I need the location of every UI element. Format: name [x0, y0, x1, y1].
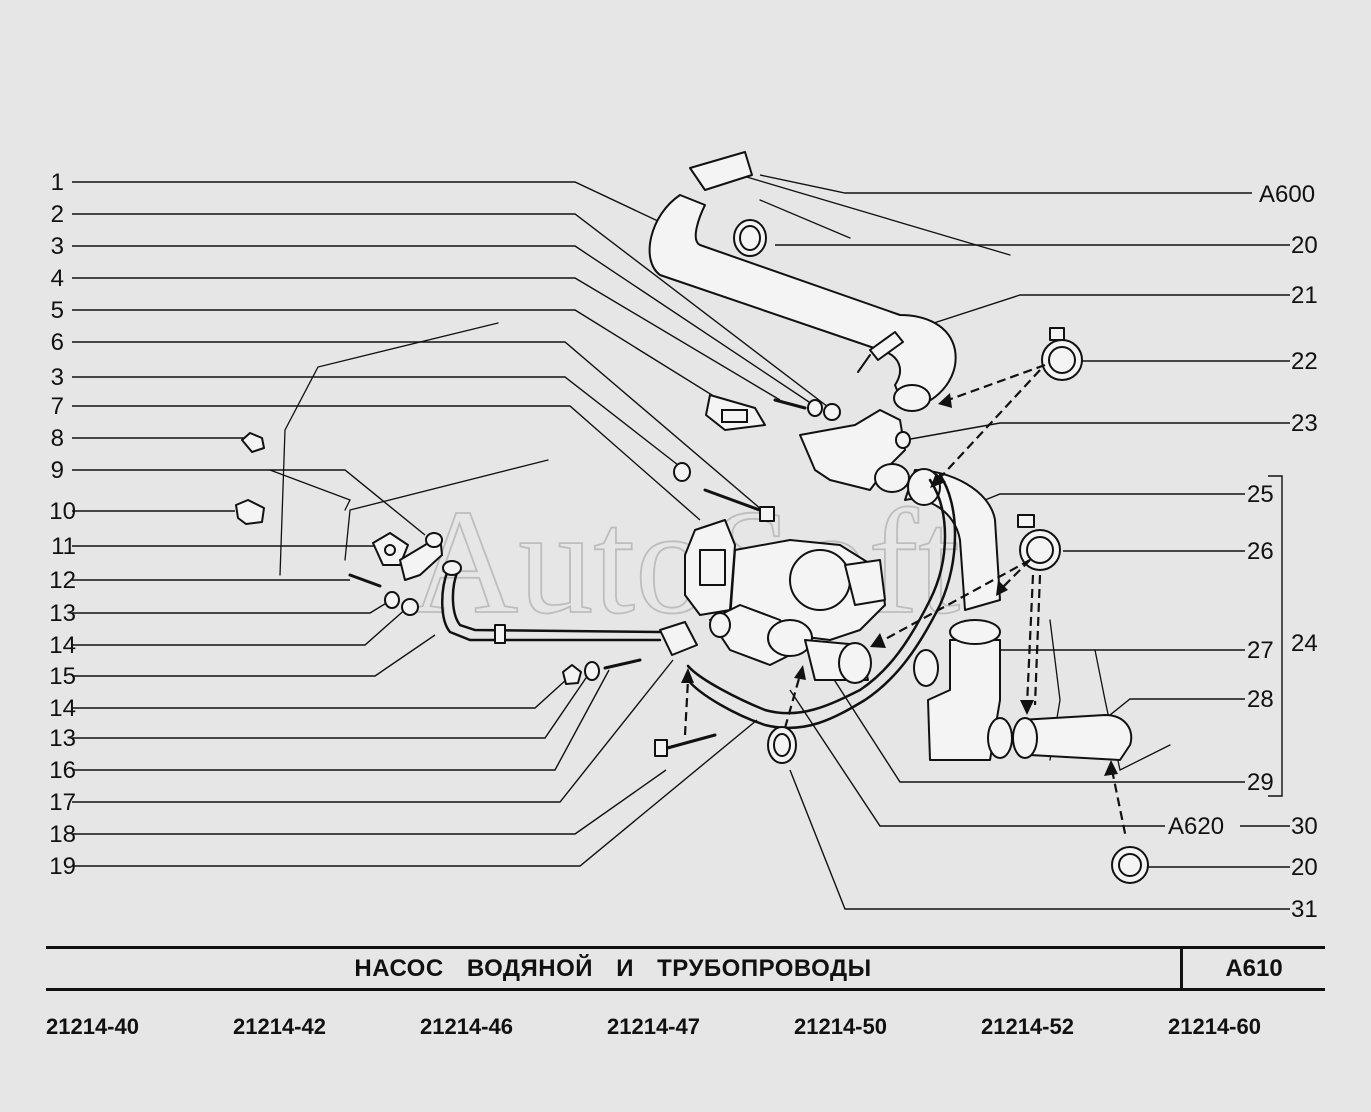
callout-14b: 14: [49, 695, 76, 722]
callout-7: 7: [51, 393, 64, 420]
pipe-9: [399, 532, 443, 581]
callout-15: 15: [49, 663, 76, 690]
callout-1: 1: [51, 169, 64, 196]
callout-22: 22: [1291, 348, 1318, 375]
callout-18: 18: [49, 821, 76, 848]
clamp-20-top: [733, 219, 767, 257]
sensor-21: [857, 331, 904, 373]
washer-3b: [673, 462, 691, 482]
callout-5: 5: [51, 297, 64, 324]
callout-4: 4: [51, 265, 64, 292]
callout-13b: 13: [49, 725, 76, 752]
gasket-11: [372, 532, 409, 566]
callout-20: 20: [1291, 232, 1318, 259]
callout-20b: 20: [1291, 854, 1318, 881]
callout-12: 12: [49, 567, 76, 594]
upper-hose: [648, 151, 957, 412]
clamp-26: [1017, 514, 1061, 571]
washer-3: [807, 399, 823, 417]
callouts-left: 1 2 3 4 5 6 3 7 8 9 10 11 12 13 14 15 14…: [49, 169, 76, 880]
nut-14b: [562, 664, 582, 685]
clamp-22: [1041, 327, 1083, 381]
clamp-20-bottom: [1111, 846, 1149, 884]
callout-25: 25: [1247, 481, 1274, 508]
bolt-6: [703, 488, 775, 522]
callout-23: 23: [1291, 410, 1318, 437]
section-code: A610: [1225, 954, 1283, 982]
callout-21: 21: [1291, 282, 1318, 309]
plug-10: [235, 499, 265, 525]
nut-14: [401, 598, 419, 616]
callouts-right: A600 20 21 22 23 25 26 24 27 28 29 A620 …: [1168, 181, 1318, 923]
leader-lines-right: [759, 174, 1290, 910]
callout-3b: 3: [51, 364, 64, 391]
callout-17: 17: [49, 789, 76, 816]
callout-a600: A600: [1259, 181, 1315, 208]
callout-19: 19: [49, 853, 76, 880]
callout-3: 3: [51, 233, 64, 260]
callout-9: 9: [51, 457, 64, 484]
model-item: 21214-42: [233, 1014, 326, 1039]
hose-28: [1012, 714, 1133, 761]
stud-5: [773, 398, 807, 410]
model-item: 21214-46: [420, 1014, 513, 1039]
stud-16: [603, 658, 642, 670]
callout-31: 31: [1291, 896, 1318, 923]
fitting-8: [241, 432, 265, 453]
model-item: 21214-50: [794, 1014, 887, 1039]
leader-lines-left: [72, 181, 833, 867]
callout-13: 13: [49, 600, 76, 627]
callout-24: 24: [1291, 630, 1318, 657]
callout-8: 8: [51, 425, 64, 452]
washer-13: [384, 591, 400, 609]
hose-25: [904, 468, 1001, 611]
pipe-15: [440, 560, 698, 656]
tie-17: [654, 733, 717, 757]
callout-29: 29: [1247, 769, 1274, 796]
washer-13b: [584, 661, 600, 681]
stud-12: [348, 573, 382, 588]
water-pump: [684, 519, 886, 684]
callout-30: 30: [1291, 813, 1318, 840]
clamp-31: [767, 726, 797, 764]
callout-16: 16: [49, 757, 76, 784]
callout-2: 2: [51, 201, 64, 228]
title-bar: НАСОС ВОДЯНОЙ И ТРУБОПРОВОДЫ A610: [46, 946, 1325, 991]
thermostat-27: [913, 619, 1013, 761]
callout-28: 28: [1247, 686, 1274, 713]
nut-2: [823, 403, 841, 421]
hose-18: [686, 473, 957, 730]
callout-10: 10: [49, 498, 76, 525]
callout-14: 14: [49, 632, 76, 659]
callout-6: 6: [51, 329, 64, 356]
housing-23: [799, 409, 911, 493]
callout-26: 26: [1247, 538, 1274, 565]
parts-diagram: AutoSoft: [49, 151, 1318, 923]
model-item: 21214-60: [1168, 1014, 1261, 1039]
callout-27: 27: [1247, 637, 1274, 664]
model-item: 21214-40: [46, 1014, 139, 1039]
title-divider: [1180, 949, 1183, 988]
model-item: 21214-52: [981, 1014, 1074, 1039]
assembly-arrows: [681, 363, 1128, 839]
page-title: НАСОС ВОДЯНОЙ И ТРУБОПРОВОДЫ: [354, 954, 872, 982]
model-item: 21214-47: [607, 1014, 700, 1039]
gasket-4: [705, 394, 766, 431]
model-list: 21214-40 21214-42 21214-46 21214-47 2121…: [46, 1014, 1276, 1044]
callout-11: 11: [51, 533, 76, 560]
callout-a620: A620: [1168, 813, 1224, 840]
